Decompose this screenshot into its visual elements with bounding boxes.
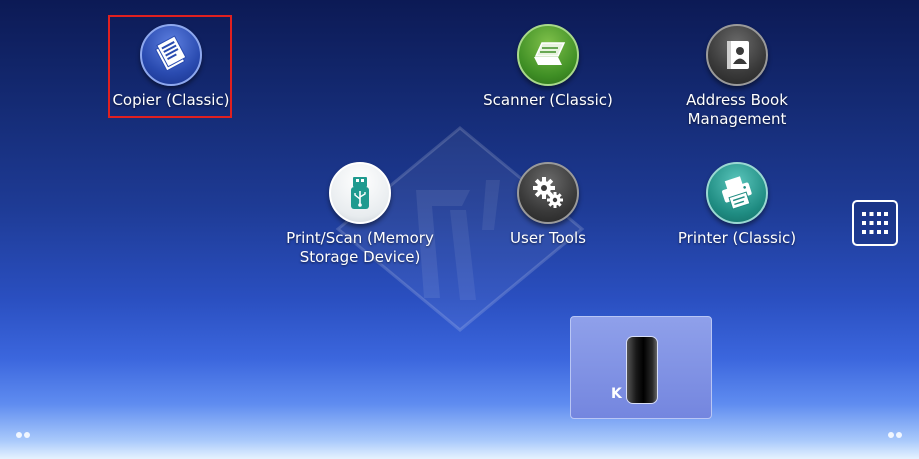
toner-bar-black [627, 337, 657, 403]
app-print-scan-memory-storage[interactable]: Print/Scan (Memory Storage Device) [280, 162, 440, 267]
page-dot [16, 432, 22, 438]
toner-color-label: K [611, 386, 622, 402]
selection-highlight [108, 15, 232, 118]
page-indicator-left[interactable] [16, 432, 30, 438]
app-user-tools[interactable]: User Tools [468, 162, 628, 248]
app-scanner-classic[interactable]: Scanner (Classic) [468, 24, 628, 110]
toner-level-widget[interactable]: K [570, 316, 712, 419]
app-label: User Tools [510, 229, 586, 247]
app-label: Address Book Management [686, 91, 788, 128]
all-apps-button[interactable] [852, 200, 898, 246]
page-dot [24, 432, 30, 438]
page-indicator-right[interactable] [888, 432, 902, 438]
app-label: Scanner (Classic) [483, 91, 613, 109]
app-printer-classic[interactable]: Printer (Classic) [657, 162, 817, 248]
app-address-book-management[interactable]: Address Book Management [657, 24, 817, 129]
page-dot [888, 432, 894, 438]
usb-icon [329, 162, 391, 224]
app-label: Print/Scan (Memory Storage Device) [286, 229, 434, 266]
gear-icon [517, 162, 579, 224]
grid-icon [862, 212, 888, 234]
page-dot [896, 432, 902, 438]
printer-icon [706, 162, 768, 224]
app-label: Printer (Classic) [677, 229, 797, 247]
app-copier-classic[interactable]: Copier (Classic) [91, 24, 251, 110]
address-book-icon [706, 24, 768, 86]
copier-icon [140, 24, 202, 86]
scanner-icon [517, 24, 579, 86]
app-label: Copier (Classic) [112, 91, 230, 109]
